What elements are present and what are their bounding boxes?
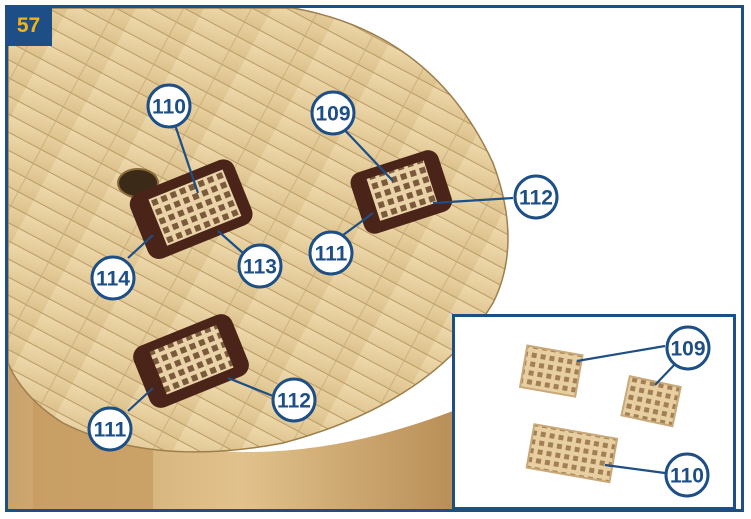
callout-109-label: 109 (315, 103, 350, 126)
callout-114-label: 114 (96, 268, 130, 291)
leader-112-right (432, 196, 514, 205)
inset-callout-109-label: 109 (670, 338, 705, 361)
grating-part-110 (525, 423, 619, 484)
leader-111-bottom (127, 387, 154, 412)
deck-structure (8, 8, 509, 509)
illustration-frame: 110 109 112 111 113 114 (5, 5, 744, 512)
grating-part-109-a (518, 344, 584, 398)
main-illustration: 110 109 112 111 113 114 (8, 8, 559, 509)
callout-112-bottom: 112 (271, 377, 317, 423)
callout-110-label: 110 (152, 96, 186, 119)
hatch-110-grating (148, 169, 242, 246)
leader-114 (127, 234, 154, 259)
hatch-lower-grating (149, 324, 234, 395)
callout-111-bottom-label: 111 (94, 419, 127, 442)
callout-111-right-label: 111 (315, 243, 348, 266)
callout-112-right: 112 (513, 174, 559, 220)
step-number: 57 (16, 13, 41, 37)
callout-114: 114 (90, 255, 136, 301)
callout-110: 110 (146, 83, 192, 129)
hatch-lower (133, 314, 249, 408)
inset-leader-109-b (654, 361, 678, 386)
leader-112-bottom (227, 376, 274, 398)
inset-callout-110: 110 (664, 452, 710, 498)
hatch-109 (350, 150, 453, 234)
callout-109: 109 (310, 90, 356, 136)
callout-113: 113 (237, 243, 283, 289)
callout-112-right-label: 112 (519, 187, 553, 210)
inset-leader-109-a (576, 344, 666, 363)
callout-111-right: 111 (308, 230, 354, 276)
grating-part-109-b (620, 375, 682, 428)
callout-112-bottom-label: 112 (277, 390, 311, 413)
deck-surface (8, 8, 509, 453)
leader-109 (337, 122, 394, 182)
parts-inset: 109 110 (452, 314, 736, 510)
callout-113-label: 113 (243, 256, 277, 279)
hatch-109-grating (366, 160, 438, 221)
callout-111-bottom: 111 (87, 406, 133, 452)
step-number-badge: 57 (5, 5, 52, 46)
inset-callout-109: 109 (665, 325, 711, 371)
inset-leader-110 (604, 463, 666, 475)
inset-callout-110-label: 110 (670, 465, 704, 488)
leader-113 (217, 230, 244, 254)
inset-illustration: 109 110 (518, 325, 711, 498)
